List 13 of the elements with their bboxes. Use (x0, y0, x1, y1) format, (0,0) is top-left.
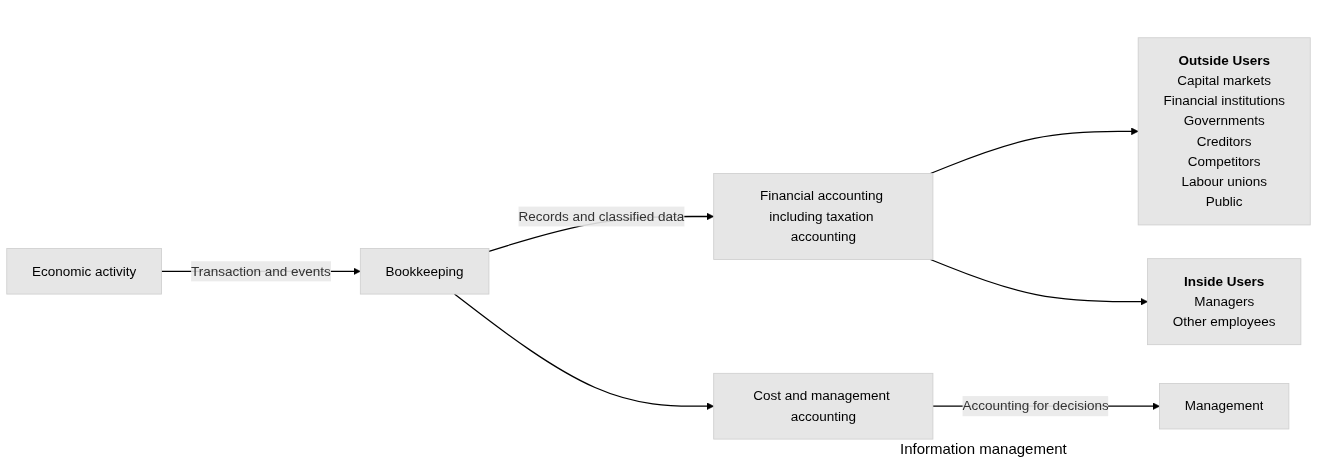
node-box: Economic activity (6, 247, 162, 295)
arrow (453, 293, 714, 410)
edge-label: Accounting for decisions (962, 398, 1109, 413)
node-box: Outside Users Capital markets Financial institutions Governments Creditors Competitors Labour unions Public (1137, 36, 1311, 225)
note-text: Information management (900, 440, 1067, 457)
edge-label: Records and classified data (518, 208, 685, 223)
node-box: Cost and management accounting (713, 372, 934, 440)
node-box: Bookkeeping (359, 247, 490, 295)
arrow (929, 258, 1148, 305)
node-box: Financial accounting including taxation accounting (713, 172, 934, 260)
node-box: Inside Users Managers Other employees (1147, 257, 1302, 345)
node-box: Management (1159, 382, 1290, 429)
edge-label: Transaction and events (191, 263, 331, 278)
